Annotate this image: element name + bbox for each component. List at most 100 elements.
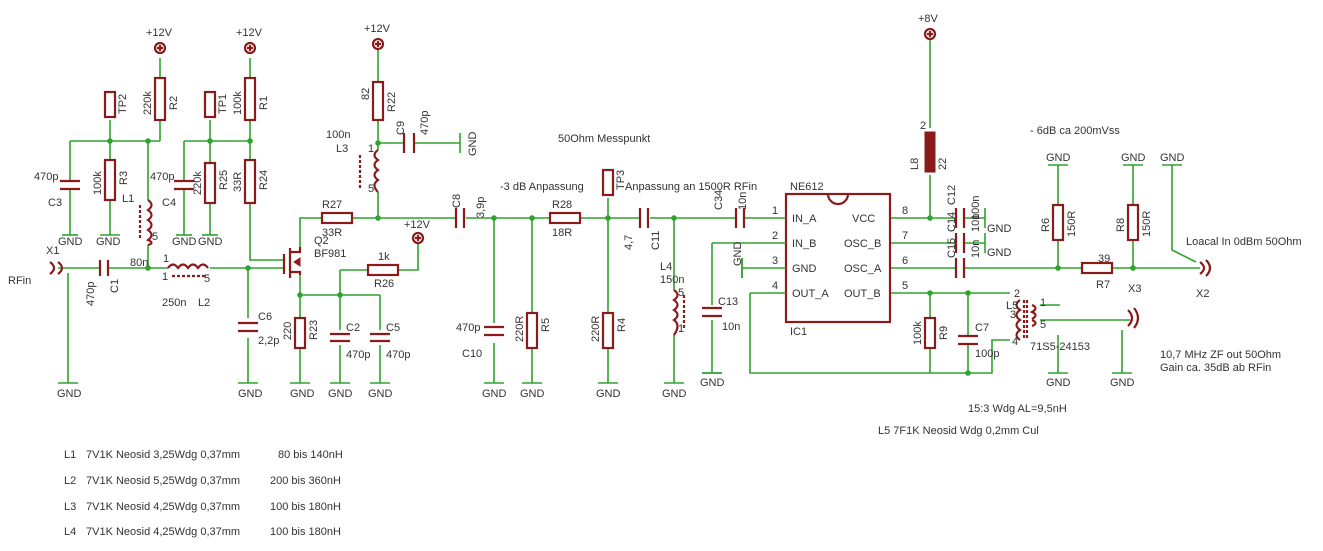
capacitor-c6: C6 2,2p	[238, 311, 279, 347]
supply-12v-b: +12V	[236, 27, 263, 55]
capacitor-c1: C1 470p	[85, 260, 121, 306]
svg-text:100p: 100p	[975, 348, 999, 360]
svg-text:NE612: NE612	[790, 181, 824, 193]
gnd-label: GND	[662, 388, 687, 400]
capacitor-c11: C11 4,7	[623, 208, 662, 250]
svg-text:470p: 470p	[456, 322, 480, 334]
svg-text:BF981: BF981	[314, 248, 346, 260]
svg-text:R28: R28	[552, 199, 572, 211]
capacitor-c34: C34 10n	[713, 190, 749, 228]
resistor-r28: R28 18R	[548, 199, 582, 239]
inductor-l4: L4 150n 5 1	[660, 261, 686, 336]
svg-text:Q2: Q2	[314, 235, 329, 247]
svg-text:L1: L1	[122, 193, 134, 205]
gnd-label: GND	[1160, 152, 1185, 164]
capacitor-c8: C8 3,9p	[451, 194, 487, 228]
svg-text:GND: GND	[792, 263, 817, 275]
svg-text:C8: C8	[451, 194, 463, 208]
gnd-label: GND	[172, 236, 197, 248]
svg-text:R25: R25	[218, 170, 230, 190]
testpoint-tp2: TP2	[103, 90, 129, 119]
gnd-label: GND	[290, 388, 315, 400]
coil-note-range: 100 bis 180nH	[270, 501, 341, 513]
gnd-label: GND	[328, 388, 353, 400]
resistor-r1: R1 100k	[232, 76, 270, 122]
svg-text:5: 5	[204, 273, 210, 285]
inductor-l8: L8 22 2	[909, 120, 949, 173]
svg-text:C9: C9	[395, 121, 407, 135]
svg-text:1: 1	[368, 143, 374, 155]
local-in-note: Loacal In 0dBm 50Ohm	[1186, 236, 1302, 248]
gnd-label: GND	[198, 236, 223, 248]
svg-text:OSC_B: OSC_B	[844, 238, 881, 250]
svg-text:C3: C3	[48, 197, 62, 209]
svg-text:10n: 10n	[970, 240, 982, 258]
gnd-label: GND	[238, 388, 263, 400]
svg-text:470p: 470p	[85, 282, 97, 306]
svg-text:R7: R7	[1096, 279, 1110, 291]
svg-text:1: 1	[772, 205, 778, 217]
svg-text:5: 5	[152, 231, 158, 243]
rfin-label: RFin	[8, 275, 31, 287]
svg-text:R3: R3	[118, 171, 130, 185]
svg-text:R4: R4	[616, 318, 628, 332]
coil-note-range: 100 bis 180nH	[270, 526, 341, 538]
capacitor-c7: C7 100p	[958, 322, 999, 360]
capacitor-c2: C2 470p	[330, 322, 370, 361]
svg-text:R9: R9	[938, 326, 950, 340]
svg-text:3,9p: 3,9p	[475, 197, 487, 218]
gnd-label: GND	[467, 132, 479, 157]
svg-text:1: 1	[1040, 297, 1046, 309]
coil-notes: L1 7V1K Neosid 3,25Wdg 0,37mm 80 bis 140…	[64, 449, 343, 538]
junction-dots	[107, 138, 1136, 376]
svg-text:8: 8	[902, 205, 908, 217]
supply-12v-a: +12V	[146, 27, 173, 55]
svg-text:18R: 18R	[552, 227, 572, 239]
winding-note: 15:3 Wdg AL=9,5nH	[968, 403, 1067, 415]
testpoint-tp1: TP1	[203, 90, 229, 119]
resistor-r3: R3 100k	[92, 158, 130, 202]
gnd-label: GND	[482, 388, 507, 400]
svg-text:470p: 470p	[419, 111, 431, 135]
svg-text:R22: R22	[386, 92, 398, 112]
svg-text:33R: 33R	[322, 227, 342, 239]
coil-note-ref: L4	[64, 526, 76, 538]
svg-text:10n: 10n	[970, 214, 982, 232]
supply-label: +8V	[918, 13, 939, 25]
svg-text:1k: 1k	[378, 251, 390, 263]
svg-text:5: 5	[368, 183, 374, 195]
svg-text:IC1: IC1	[790, 326, 807, 338]
resistor-r2: R2 220k	[142, 76, 180, 122]
annotations: 50Ohm Messpunkt -3 dB Anpassung Anpassun…	[500, 125, 1302, 437]
gnd-label: GND	[520, 388, 545, 400]
svg-text:5: 5	[678, 287, 684, 299]
gnd-label: GND	[368, 388, 393, 400]
svg-text:C10: C10	[462, 348, 482, 360]
coil-note-spec: 7V1K Neosid 5,25Wdg 0,37mm	[86, 475, 240, 487]
svg-text:220: 220	[282, 322, 294, 340]
svg-text:1: 1	[163, 253, 169, 265]
svg-text:OSC_A: OSC_A	[844, 263, 882, 275]
connector-x3: X3	[1127, 283, 1141, 329]
svg-text:470p: 470p	[346, 349, 370, 361]
resistor-r24: R24 33R	[232, 158, 270, 205]
capacitor-c9: C9 470p	[395, 111, 431, 153]
svg-text:2: 2	[920, 120, 926, 132]
resistor-r26: 1k R26	[366, 251, 400, 290]
capacitor-c5: C5 470p	[370, 322, 410, 361]
svg-text:C14: C14	[946, 212, 958, 232]
level-note: - 6dB ca 200mVss	[1030, 125, 1120, 137]
svg-text:33R: 33R	[232, 172, 244, 192]
svg-text:80n: 80n	[130, 257, 148, 269]
wires	[58, 40, 1200, 383]
svg-text:150n: 150n	[660, 274, 684, 286]
inductor-l2: 250n L2 1 5	[162, 263, 210, 309]
svg-text:L5: L5	[1006, 300, 1018, 312]
svg-text:X3: X3	[1128, 283, 1141, 295]
capacitor-c14: C14 10n	[946, 212, 982, 253]
resistor-r25: R25 220k	[192, 161, 230, 205]
resistor-r5: R5 220R	[514, 311, 552, 350]
svg-text:4: 4	[772, 280, 778, 292]
svg-text:C4: C4	[162, 197, 176, 209]
svg-text:100k: 100k	[232, 91, 244, 115]
